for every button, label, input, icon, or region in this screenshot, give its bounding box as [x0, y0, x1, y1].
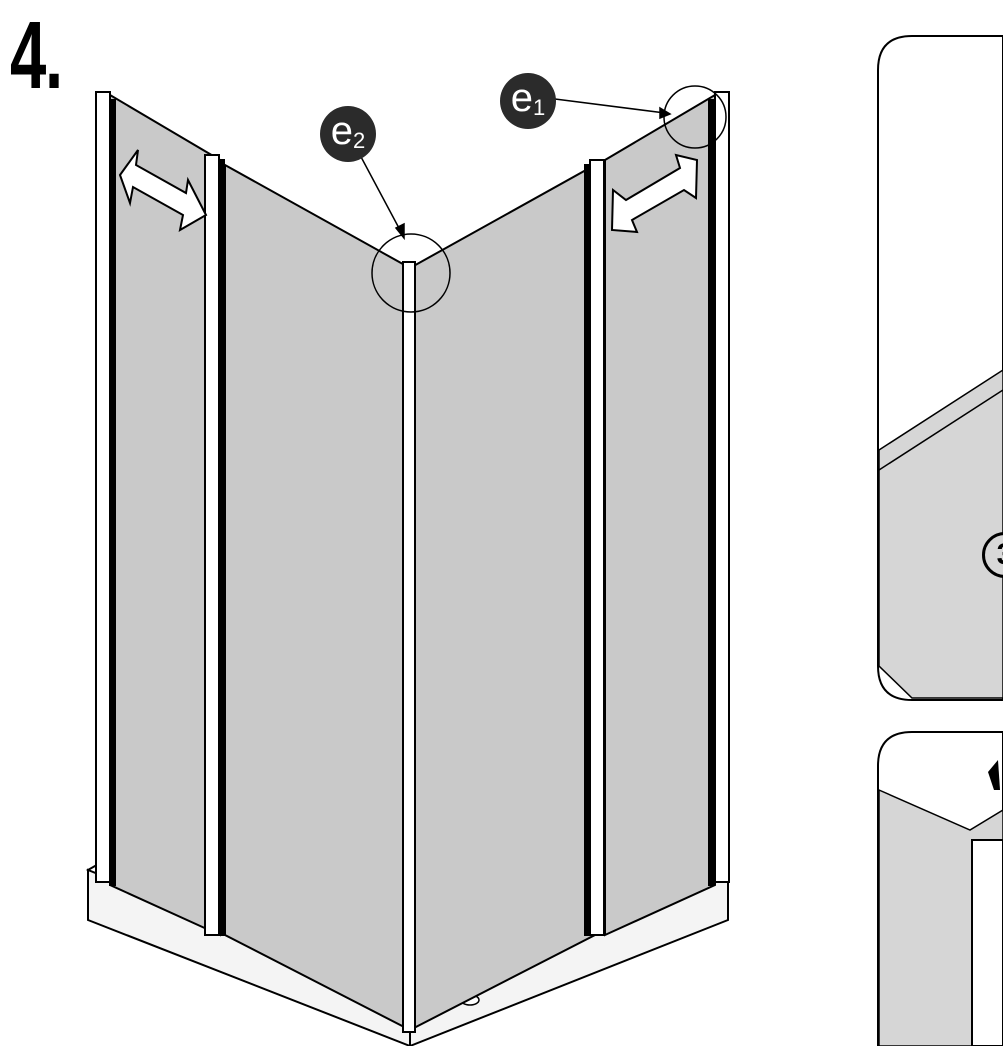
detail-view-top [877, 35, 1003, 701]
callout-e2-letter: e [330, 109, 353, 153]
step-number: 4. [10, 2, 63, 109]
detail-markers [359, 85, 727, 313]
callout-e1-letter: e [510, 76, 533, 120]
left-fixed-panel [109, 93, 221, 937]
leader-line-e2 [359, 154, 401, 231]
detail-view-bottom [877, 731, 1003, 1047]
leader-line-e1 [554, 98, 666, 114]
right-wall-profile [714, 91, 730, 883]
callout-e2-sub: 2 [353, 128, 366, 153]
corner-profile [402, 261, 416, 1033]
slide-arrow-right-icon [610, 153, 699, 234]
right-door-handle-profile [589, 159, 605, 936]
left-door-handle-profile [204, 154, 220, 936]
frame-profiles [95, 91, 730, 1033]
right-sliding-door [409, 163, 596, 1032]
left-wall-profile [95, 91, 111, 883]
left-sliding-door [224, 163, 411, 1032]
callout-e1-sub: 1 [533, 95, 546, 120]
detail-circle-e2 [371, 233, 451, 313]
glass-panels [109, 93, 716, 1032]
slide-arrow-left-icon [118, 149, 208, 232]
